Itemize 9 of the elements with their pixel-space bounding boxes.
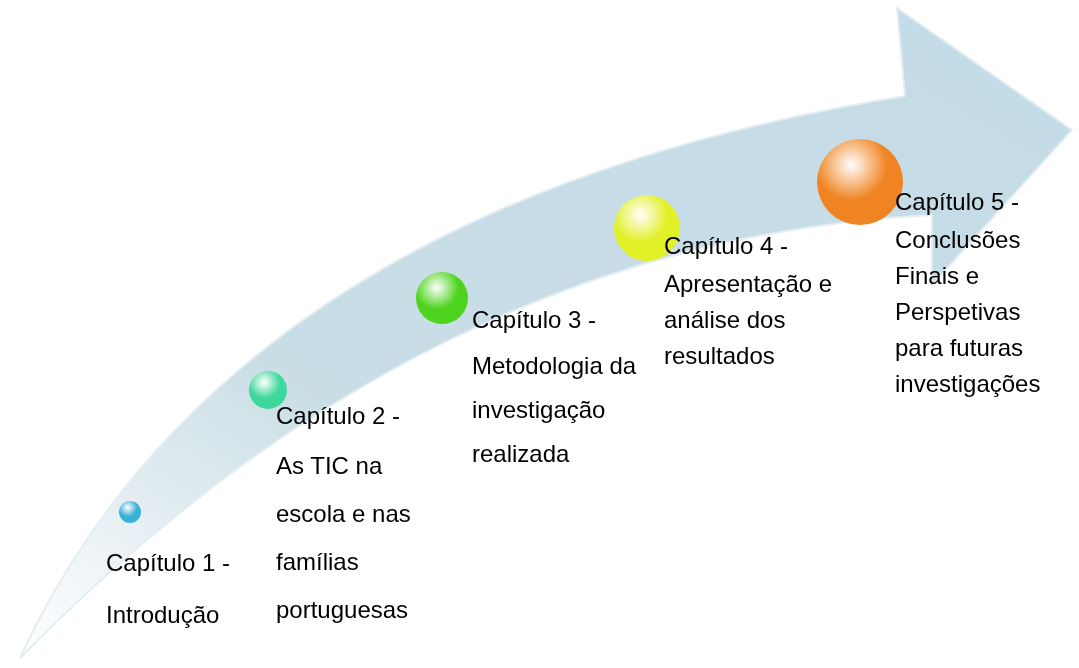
chapter-title: As TIC na escola e nas famílias portuguesas <box>276 451 412 625</box>
chapter-number: Capítulo 5 - <box>895 187 1021 217</box>
chapter-title: Introdução <box>106 600 221 630</box>
chapter-number: Capítulo 3 - <box>472 305 598 335</box>
chapter-title: Conclusões Finais e Perspetivas para futuras investigações <box>895 225 1042 399</box>
chapter-number: Capítulo 2 - <box>276 401 402 431</box>
chapter-number: Capítulo 1 - <box>106 548 232 578</box>
chapter-title: Metodologia da investigação realizada <box>472 351 638 469</box>
chapter-title: Apresentação e análise dos resultados <box>664 269 834 371</box>
